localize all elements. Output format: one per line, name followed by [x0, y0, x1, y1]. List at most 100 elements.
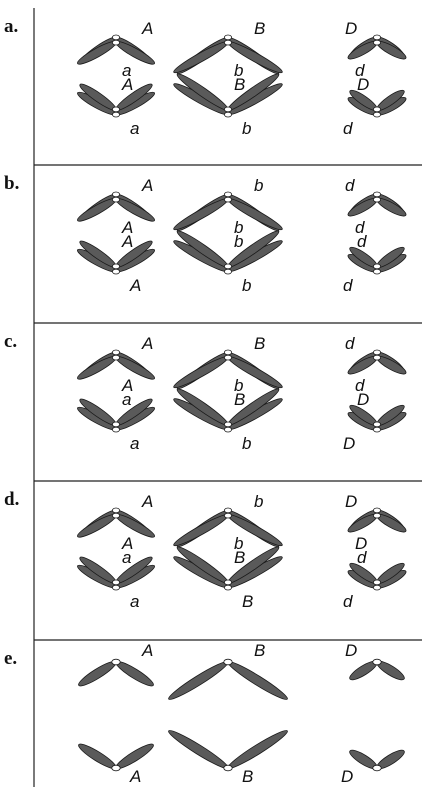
- panel-b-pair-3-bottom-centromere-2: [373, 269, 380, 274]
- panel-d-pair-2-bottom-allele-alt: B: [242, 592, 253, 611]
- panel-e-pair-3-top-centromere: [373, 659, 381, 665]
- panel-a-pair-3-top-centromere-1: [373, 35, 380, 40]
- panel-d-pair-1-bottom-centromere-2: [112, 585, 119, 590]
- panel-e-pair-1-top-centromere: [112, 659, 120, 665]
- panel-a-pair-2-top-centromere-1: [224, 35, 231, 40]
- panel-e-pair-2-bottom-allele: B: [242, 767, 253, 786]
- panel-a-pair-2-bottom-allele: B: [234, 75, 245, 94]
- panel-b-pair-2-bottom-centromere-1: [224, 264, 231, 269]
- panel-b-pair-3-top-centromere-1: [373, 192, 380, 197]
- panel-c-pair-2-bottom-centromere-2: [224, 427, 231, 432]
- panel-b-pair-1-top-allele: A: [141, 176, 153, 195]
- panel-c-pair-3-top-centromere-1: [373, 350, 380, 355]
- panel-d-pair-1-top-left-chromatid-2: [75, 511, 118, 540]
- panel-a-pair-2-top-left-chromatid-2: [172, 38, 230, 76]
- panel-b-pair-1-bottom-centromere-2: [112, 269, 119, 274]
- panel-a-pair-1-top-centromere-1: [112, 35, 119, 40]
- panel-c-pair-1-bottom-allele-alt: a: [130, 434, 139, 453]
- panel-d-pair-2-bottom-centromere-1: [224, 580, 231, 585]
- label-layer: a.AaAaBbBbDdDdb.AAAAbbbbddddc.AAaaBbBbdd…: [4, 16, 369, 786]
- panel-a-pair-1-bottom-allele: A: [121, 75, 133, 94]
- panel-c-pair-1-top-allele: A: [141, 334, 153, 353]
- panel-d-pair-2-top-left-chromatid-2: [172, 511, 230, 549]
- panel-e-pair-1-top-allele: A: [141, 641, 153, 660]
- panel-a-pair-3-bottom-allele-alt: d: [343, 119, 353, 138]
- panel-b-pair-3-bottom-allele-alt: d: [343, 276, 353, 295]
- panel-d-pair-3-bottom-allele-alt: d: [343, 592, 353, 611]
- panel-d-pair-2-top-centromere-1: [224, 508, 231, 513]
- panel-a-pair-1-top-left-chromatid-2: [75, 38, 118, 67]
- panel-c-pair-1-bottom-allele: a: [122, 390, 131, 409]
- panel-a-pair-2-top-centromere-2: [224, 40, 231, 45]
- panel-d-pair-3-top-centromere-1: [373, 508, 380, 513]
- panel-a-pair-3-bottom-centromere-1: [373, 107, 380, 112]
- panel-a-pair-2-top-allele: B: [254, 19, 265, 38]
- panel-letter-c: c.: [4, 331, 17, 352]
- panel-c-pair-2-top-centromere-1: [224, 350, 231, 355]
- panel-b-pair-2-top-centromere-2: [224, 197, 231, 202]
- panel-a-pair-3-bottom-centromere-2: [373, 112, 380, 117]
- panel-c-pair-3-top-allele: d: [345, 334, 355, 353]
- panel-a-pair-3-top-allele: D: [345, 19, 357, 38]
- panel-b-pair-2-bottom-allele-alt: b: [242, 276, 251, 295]
- panel-b-pair-2-bottom-allele: b: [234, 232, 243, 251]
- panel-c-pair-3-bottom-centromere-1: [373, 422, 380, 427]
- panel-b-pair-2-top-allele: b: [254, 176, 263, 195]
- panel-d-pair-2-top-centromere-2: [224, 513, 231, 518]
- panel-a-pair-3-top-centromere-2: [373, 40, 380, 45]
- panel-c-pair-3-bottom-centromere-2: [373, 427, 380, 432]
- panel-c-pair-2-bottom-allele-alt: b: [242, 434, 251, 453]
- panel-b-pair-2-top-left-chromatid-2: [172, 195, 230, 233]
- panel-e-pair-2-top-centromere: [224, 659, 232, 665]
- panel-letter-a: a.: [4, 16, 18, 37]
- panel-d-pair-1-top-right-chromatid-2: [114, 511, 157, 540]
- panel-a-pair-1-top-centromere-2: [112, 40, 119, 45]
- panel-d-pair-1-top-centromere-2: [112, 513, 119, 518]
- panel-c-pair-1-bottom-centromere-2: [112, 427, 119, 432]
- panel-b-pair-2-top-centromere-1: [224, 192, 231, 197]
- panel-d-pair-1-bottom-centromere-1: [112, 580, 119, 585]
- panel-c-pair-1-top-centromere-1: [112, 350, 119, 355]
- panel-e-pair-2-top-left-arm: [166, 658, 230, 703]
- panel-d-pair-3-bottom-allele: d: [357, 548, 367, 567]
- panel-a-pair-1-bottom-centromere-1: [112, 107, 119, 112]
- panel-c-pair-1-bottom-centromere-1: [112, 422, 119, 427]
- panel-b-pair-1-top-centromere-1: [112, 192, 119, 197]
- panel-d-pair-2-bottom-centromere-2: [224, 585, 231, 590]
- panel-e-pair-3-bottom-centromere: [373, 765, 381, 771]
- panel-c-pair-2-bottom-centromere-1: [224, 422, 231, 427]
- panel-d-pair-3-bottom-centromere-1: [373, 580, 380, 585]
- panel-b-pair-1-top-left-chromatid-2: [75, 195, 118, 224]
- panel-c-pair-1-top-centromere-2: [112, 355, 119, 360]
- panel-d-pair-1-bottom-allele: a: [122, 548, 131, 567]
- panel-e-pair-2-bottom-left-arm: [166, 727, 230, 772]
- panel-b-pair-1-top-right-chromatid-2: [114, 195, 157, 224]
- panel-a-pair-3-bottom-allele: D: [357, 75, 369, 94]
- panel-a-pair-1-bottom-centromere-2: [112, 112, 119, 117]
- panel-c-pair-1-top-left-chromatid-2: [75, 353, 118, 382]
- panel-c-pair-3-bottom-allele-alt: D: [343, 434, 355, 453]
- panel-c-pair-2-top-left-chromatid-2: [172, 353, 230, 391]
- panel-a-pair-1-top-right-chromatid-2: [114, 38, 157, 67]
- panel-e-pair-2-top-allele: B: [254, 641, 265, 660]
- panel-d-pair-2-top-allele: b: [254, 492, 263, 511]
- panel-a-pair-1-bottom-allele-alt: a: [130, 119, 139, 138]
- panel-c-pair-3-top-centromere-2: [373, 355, 380, 360]
- panel-letter-e: e.: [4, 648, 17, 669]
- panel-c-pair-2-top-allele: B: [254, 334, 265, 353]
- panel-a-pair-1-top-allele: A: [141, 19, 153, 38]
- panel-d-pair-3-top-allele: D: [345, 492, 357, 511]
- panel-e-pair-2-bottom-centromere: [224, 765, 232, 771]
- panel-b-pair-1-bottom-centromere-1: [112, 264, 119, 269]
- panel-d-pair-1-top-allele: A: [141, 492, 153, 511]
- panel-c-pair-3-bottom-allele: D: [357, 390, 369, 409]
- panel-letter-b: b.: [4, 173, 19, 194]
- panel-b-pair-2-bottom-centromere-2: [224, 269, 231, 274]
- panel-b-pair-3-top-allele: d: [345, 176, 355, 195]
- panel-d-pair-1-bottom-allele-alt: a: [130, 592, 139, 611]
- panel-e-pair-1-bottom-allele: A: [129, 767, 141, 786]
- panel-b-pair-3-bottom-centromere-1: [373, 264, 380, 269]
- panel-b-pair-1-bottom-allele-alt: A: [129, 276, 141, 295]
- panel-b-pair-3-bottom-allele: d: [357, 232, 367, 251]
